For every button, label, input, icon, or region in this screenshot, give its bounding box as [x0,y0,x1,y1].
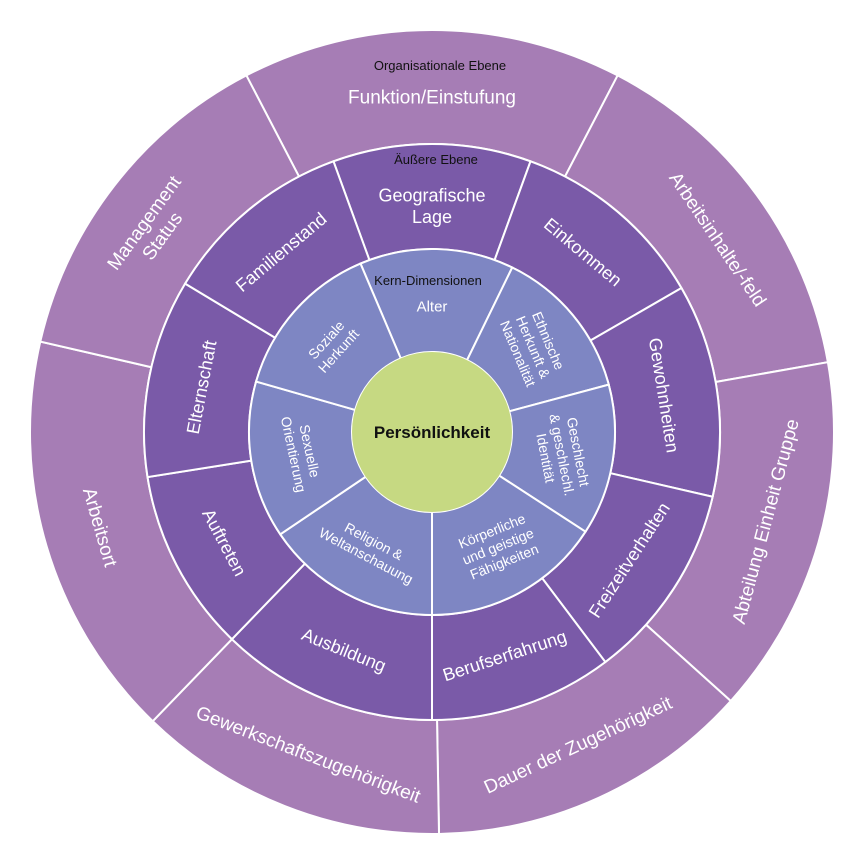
core-ring-title: Kern-Dimensionen [374,273,482,288]
org-segment-label-funktion-einstufung: Funktion/Einstufung [348,88,516,109]
core-segment-label-alter: Alter [417,298,448,315]
outer-ring-title: Äußere Ebene [394,152,478,167]
org-ring-title: Organisationale Ebene [374,58,506,73]
outer-segment-label-line: Geografische [378,186,485,206]
center-circle [352,352,512,512]
organisational-ring: Funktion/EinstufungArbeitsinhalte/-feldA… [29,29,835,835]
core-segment-label-line: Alter [417,298,448,315]
outer-segment-label-line: Lage [412,207,452,227]
org-segment-label-line: Funktion/Einstufung [348,88,516,109]
center-label: Persönlichkeit [374,423,491,442]
